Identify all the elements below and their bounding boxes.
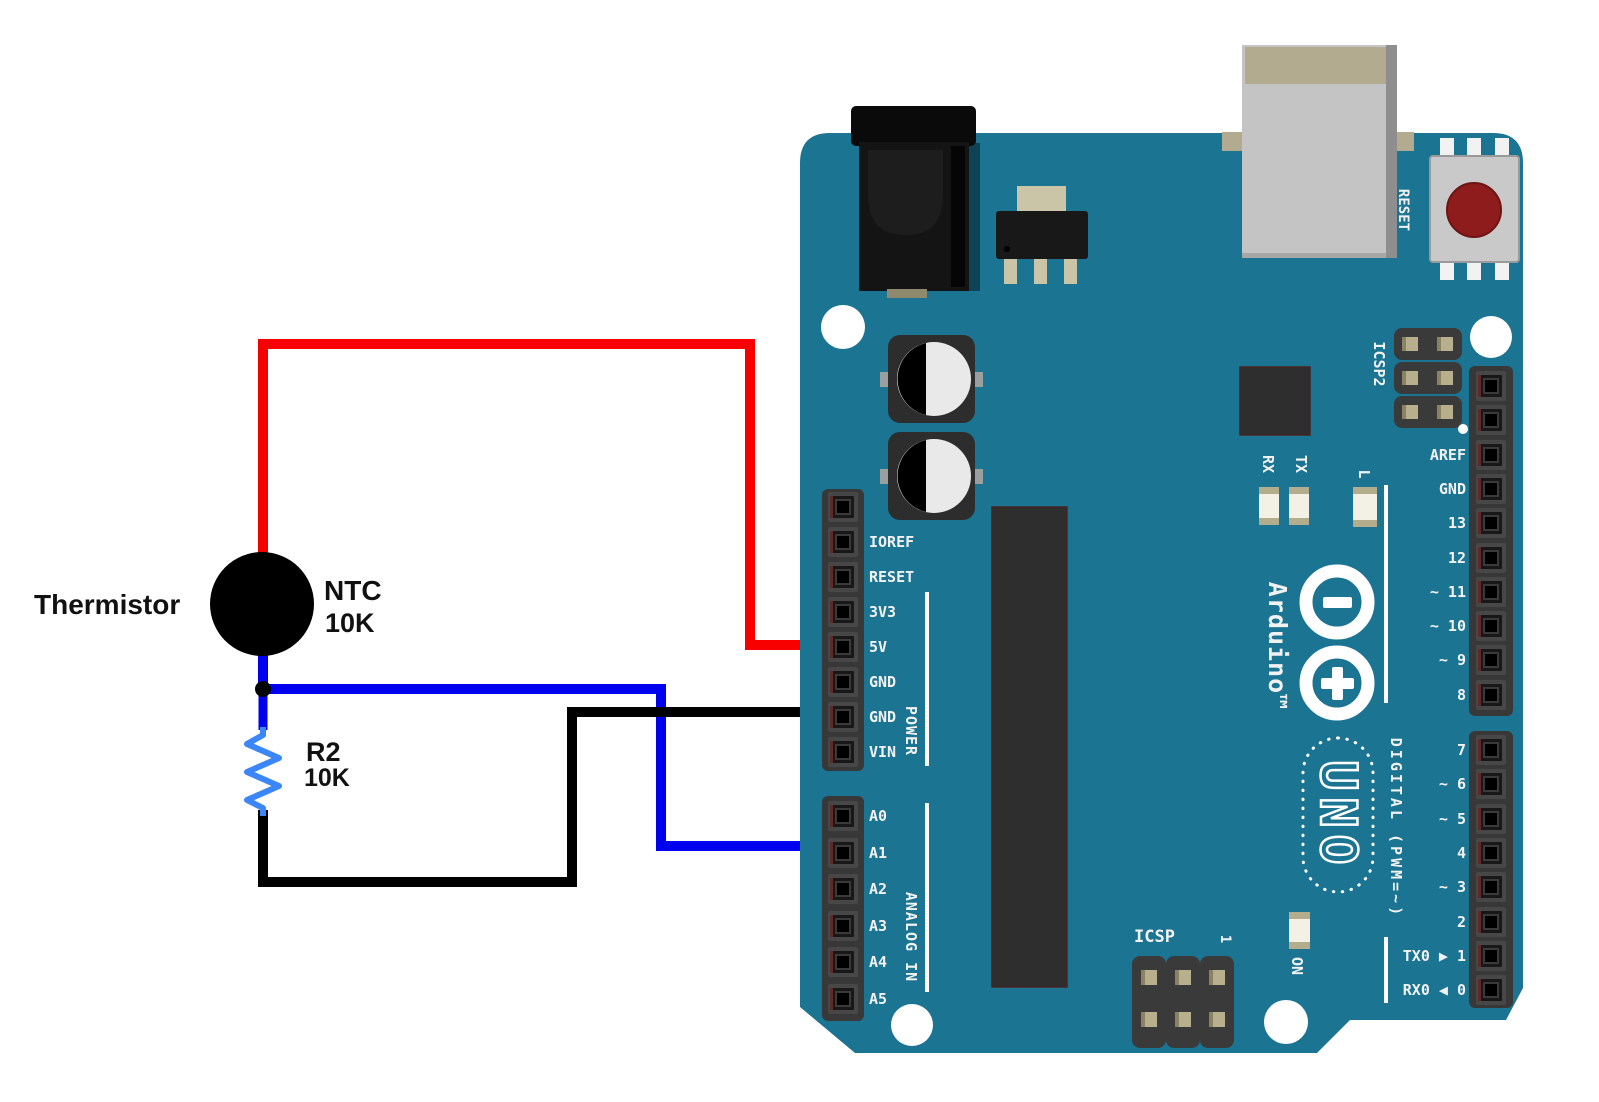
pin-label-9: ~ 9	[1438, 651, 1466, 669]
reset-button	[1429, 138, 1520, 280]
power-section-label: POWER	[902, 705, 920, 757]
thermistor-body	[210, 552, 314, 656]
mounting-hole	[1470, 316, 1512, 358]
led-rx-label: RX	[1259, 454, 1277, 474]
wire-a1-blue	[258, 648, 848, 851]
mounting-hole	[1264, 1000, 1308, 1044]
icsp2-header	[1394, 328, 1462, 428]
led-on-label: ON	[1288, 956, 1306, 976]
pin-label-5v: 5V	[869, 638, 888, 656]
junction-dot	[255, 681, 271, 697]
microcontroller-chip	[991, 506, 1068, 988]
pin-label-11: ~ 11	[1429, 583, 1466, 601]
pin-label-3: ~ 3	[1438, 878, 1466, 896]
pin-label-a3: A3	[869, 917, 888, 935]
led-l-label: L	[1355, 469, 1373, 479]
pin-label-gnd: GND	[869, 673, 897, 691]
reset-button-cap	[1446, 182, 1502, 238]
wire-gnd-black	[258, 707, 847, 887]
icsp-pin1-label: 1	[1217, 934, 1233, 944]
mounting-hole	[821, 305, 865, 349]
usb-interface-chip	[1239, 366, 1311, 436]
reset-label: RESET	[1395, 188, 1411, 232]
analog-in-section-label: ANALOG IN	[902, 891, 920, 983]
pin-label-a1: A1	[869, 844, 888, 862]
arduino-logo	[1299, 564, 1375, 721]
uno-model-text: UNO	[1308, 759, 1369, 873]
power-section-line	[925, 592, 929, 766]
pin-label-13: 13	[1447, 514, 1466, 532]
logo-plus	[1321, 678, 1354, 689]
logo-minus	[1323, 597, 1352, 608]
pin-label-rx00: RX0 ◀ 0	[1402, 981, 1466, 999]
uno-dotted-border	[1301, 736, 1375, 894]
digital-section-line-top	[1384, 485, 1388, 703]
pin-label-ioref: IOREF	[869, 533, 915, 551]
header-pins	[828, 371, 1506, 1014]
pin-label-aref: AREF	[1429, 446, 1466, 464]
digital-header-bottom	[1469, 731, 1513, 1008]
capacitor	[880, 432, 983, 520]
thermistor-type-label: NTC	[324, 575, 382, 606]
resistor-value-label: 10K	[304, 764, 350, 792]
pin-label-7: 7	[1456, 741, 1466, 759]
pin-label-a2: A2	[869, 880, 888, 898]
thermistor-value-label: 10K	[325, 608, 375, 638]
wire-5v-red	[258, 339, 847, 650]
resistor-r2-symbol	[244, 727, 282, 816]
icsp-header	[1132, 956, 1234, 1048]
pin-label-10: ~ 10	[1429, 617, 1466, 635]
mounting-hole	[891, 1004, 933, 1046]
pin-label-a0: A0	[869, 807, 888, 825]
led-on	[1289, 912, 1310, 949]
led-tx	[1289, 487, 1309, 525]
icsp2-pin1-dot	[1458, 424, 1468, 434]
pin-label-2: 2	[1456, 913, 1466, 931]
pin-label-tx01: TX0 ▶ 1	[1402, 947, 1466, 965]
icsp2-label: ICSP2	[1370, 341, 1388, 387]
led-l	[1353, 487, 1377, 527]
pin-label-a4: A4	[869, 953, 888, 971]
arduino-brand-text: Arduino™	[1263, 581, 1292, 711]
pin-label-gnd: GND	[869, 708, 897, 726]
pin-label-vin: VIN	[869, 743, 897, 761]
pin-label-8: 8	[1456, 686, 1466, 704]
voltage-regulator	[996, 186, 1088, 284]
led-rx	[1259, 487, 1279, 525]
usb-connector	[1222, 45, 1414, 258]
pin-label-5: ~ 5	[1438, 810, 1466, 828]
led-tx-label: TX	[1292, 454, 1310, 474]
power-header	[822, 489, 864, 771]
pin-label-4: 4	[1456, 844, 1466, 862]
pin-label-12: 12	[1447, 549, 1466, 567]
pin-label-reset: RESET	[869, 568, 915, 586]
capacitor	[880, 335, 983, 423]
pin-label-6: ~ 6	[1438, 775, 1466, 793]
arduino-board	[800, 133, 1523, 1053]
pin-label-a5: A5	[869, 990, 888, 1008]
icsp-label: ICSP	[1134, 927, 1175, 947]
pin-label-gnd: GND	[1438, 480, 1466, 498]
resistor-label: R2	[306, 737, 341, 767]
power-jack	[851, 106, 980, 298]
digital-section-line-bottom	[1384, 937, 1388, 1003]
pin-label-3v3: 3V3	[869, 603, 897, 621]
analog-section-line	[925, 803, 929, 992]
thermistor-label: Thermistor	[34, 589, 181, 620]
